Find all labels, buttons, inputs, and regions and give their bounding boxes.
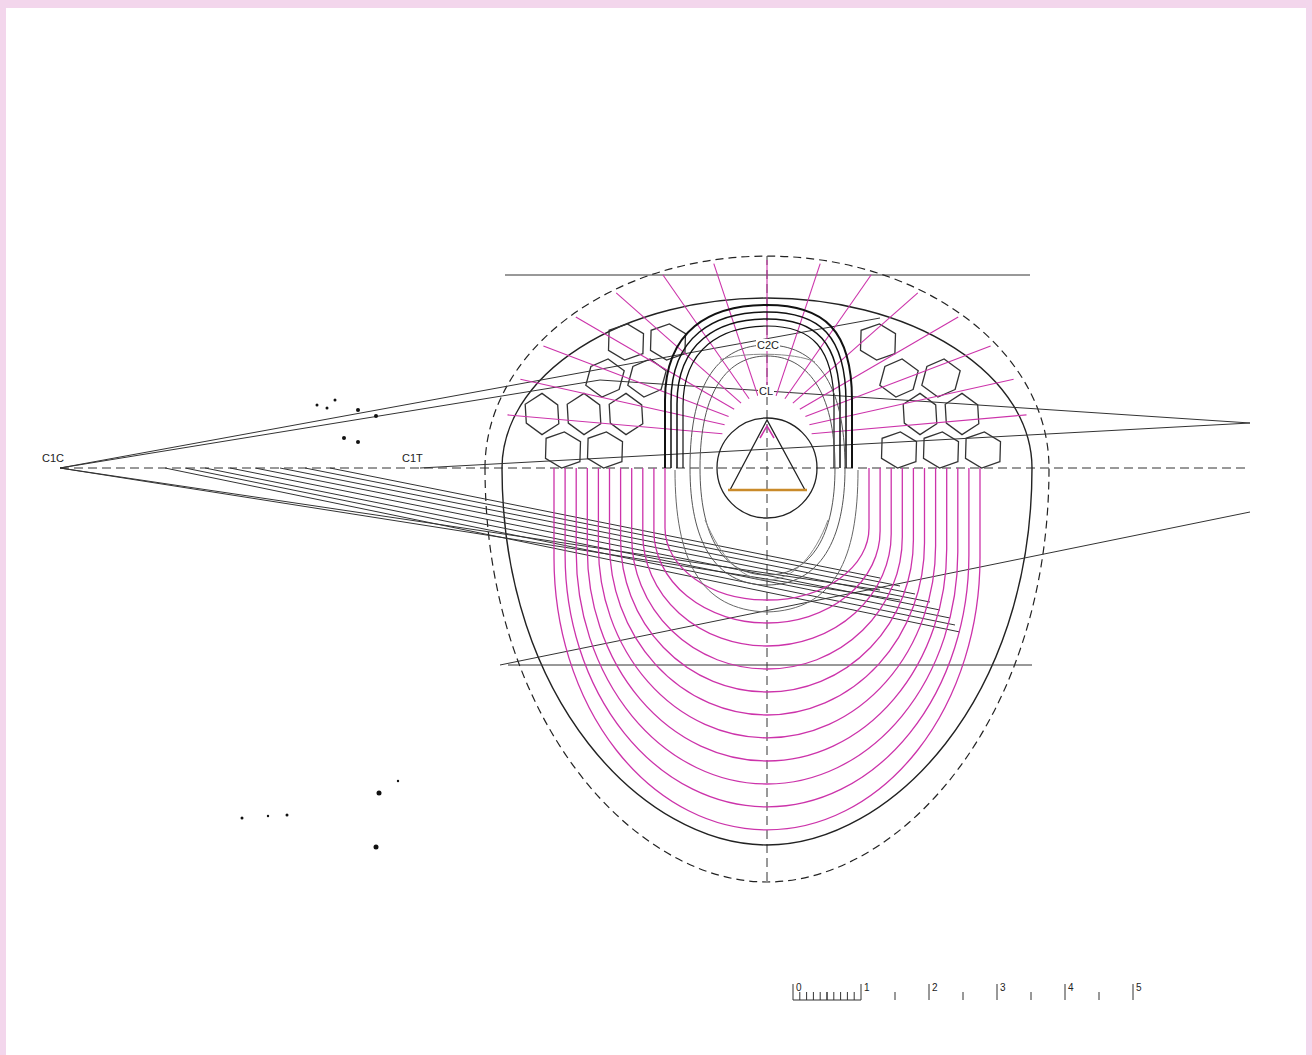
intrados-rings <box>665 305 852 468</box>
voussoir-cell <box>903 393 937 434</box>
point-label: CL <box>758 385 774 397</box>
springing-line <box>728 489 807 492</box>
voussoir-cell <box>609 393 643 434</box>
scale-tick <box>827 992 828 1000</box>
radial-joint <box>800 317 958 409</box>
scale-minor-tick <box>806 992 807 1000</box>
radial-joint <box>508 415 723 434</box>
scale-tick <box>1133 984 1134 1000</box>
scale-number: 0 <box>796 982 802 994</box>
triangle-mark <box>730 420 805 490</box>
stray-dots <box>241 399 400 850</box>
scale-tick <box>1031 992 1032 1000</box>
invert-courses <box>554 468 980 830</box>
scale-tick <box>929 984 930 1000</box>
invert-course <box>643 468 891 646</box>
voussoir-cell <box>861 324 896 360</box>
voussoir-cell <box>945 393 979 434</box>
voussoir-cell <box>609 324 644 360</box>
voussoir-cell <box>588 432 623 468</box>
scale-minor-tick <box>847 992 848 1000</box>
scale-minor-tick <box>827 992 828 1000</box>
scale-minor-tick <box>840 992 841 1000</box>
scale-tick <box>861 984 862 1000</box>
scale-minor-tick <box>799 992 800 1000</box>
invert-course <box>610 468 925 715</box>
scale-minor-tick <box>820 992 821 1000</box>
radial-joints <box>508 260 1027 434</box>
invert-course <box>654 468 880 623</box>
radial-joint <box>812 415 1027 434</box>
invert-course <box>632 468 903 669</box>
invert-course <box>665 468 869 600</box>
invert-course <box>621 468 914 692</box>
scale-tick <box>895 992 896 1000</box>
scale-minor-tick <box>813 992 814 1000</box>
scale-number: 2 <box>932 982 938 994</box>
voussoir-cell <box>924 432 959 468</box>
section-line <box>508 665 1032 666</box>
horizontal-axis <box>60 468 1250 469</box>
point-label: C1C <box>42 452 64 464</box>
scale-minor-tick <box>854 992 855 1000</box>
scale-tick <box>793 984 794 1000</box>
scale-number: 1 <box>864 982 870 994</box>
radial-joint <box>793 293 918 403</box>
invert-course <box>587 468 946 761</box>
voussoir-cell <box>525 393 559 434</box>
voussoir-cell <box>882 432 917 468</box>
scale-number: 4 <box>1068 982 1074 994</box>
invert-course <box>565 468 969 807</box>
radial-joint <box>576 317 734 409</box>
scale-bar <box>793 984 1133 1000</box>
apex-mark <box>760 426 774 438</box>
scale-minor-tick <box>833 992 834 1000</box>
radial-joint <box>776 264 820 396</box>
voussoir-cell <box>966 432 1001 468</box>
scale-tick <box>1099 992 1100 1000</box>
construction-lines <box>60 318 1250 665</box>
paper-ground <box>6 8 1306 1055</box>
point-label: C2C <box>756 339 780 351</box>
voussoir-cell <box>880 359 918 397</box>
scale-tick <box>997 984 998 1000</box>
scale-tick <box>963 992 964 1000</box>
vault-interior <box>675 345 858 612</box>
radial-joint <box>543 346 728 416</box>
scale-number: 3 <box>1000 982 1006 994</box>
radial-joint <box>766 260 767 395</box>
voussoir-cell <box>628 359 666 397</box>
invert-course <box>576 468 958 784</box>
scale-number: 5 <box>1136 982 1142 994</box>
scale-tick <box>1065 984 1066 1000</box>
channel-circle <box>717 418 817 518</box>
point-label: C1T <box>402 452 423 464</box>
outer-dashed-outline <box>485 256 1049 882</box>
voussoir-cell <box>567 393 601 434</box>
invert-course <box>598 468 935 738</box>
invert-course <box>554 468 980 830</box>
voussoir-cell <box>546 432 581 468</box>
